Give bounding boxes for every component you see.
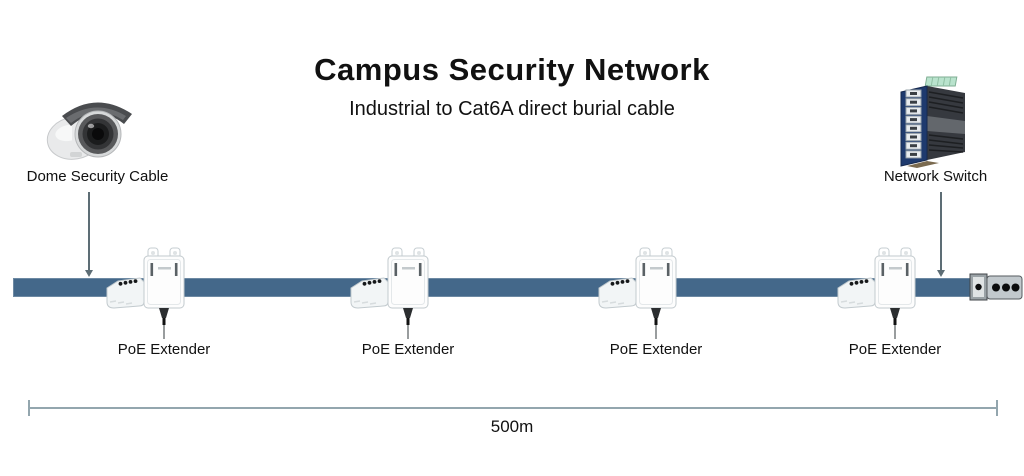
poe-extender-icon [104,246,204,341]
poe-extender-label: PoE Extender [361,341,455,358]
switch-label: Network Switch [883,168,988,185]
poe-extender-label: PoE Extender [117,341,211,358]
camera-down-arrow [85,192,93,277]
poe-extender: PoE Extender [820,246,970,361]
poe-extender-icon [348,246,448,341]
poe-extender-label: PoE Extender [848,341,942,358]
ruler-line [28,407,998,409]
poe-extender: PoE Extender [89,246,239,361]
distance-label: 500m [490,417,534,436]
ruler-right-tick [996,400,998,416]
poe-extender: PoE Extender [581,246,731,361]
poe-extender-icon [835,246,935,341]
camera-label: Dome Security Cable [26,168,169,185]
cable-connector-icon [968,267,1024,307]
distance-ruler [28,400,998,416]
poe-extender: PoE Extender [333,246,483,361]
poe-extender-label: PoE Extender [609,341,703,358]
security-camera-icon [46,90,138,168]
diagram-title: Campus Security Network [314,52,710,87]
diagram-subtitle: Industrial to Cat6A direct burial cable [349,98,675,120]
switch-down-arrow [937,192,945,277]
poe-extender-icon [596,246,696,341]
burial-cable [13,278,972,297]
network-switch-icon [897,76,969,168]
